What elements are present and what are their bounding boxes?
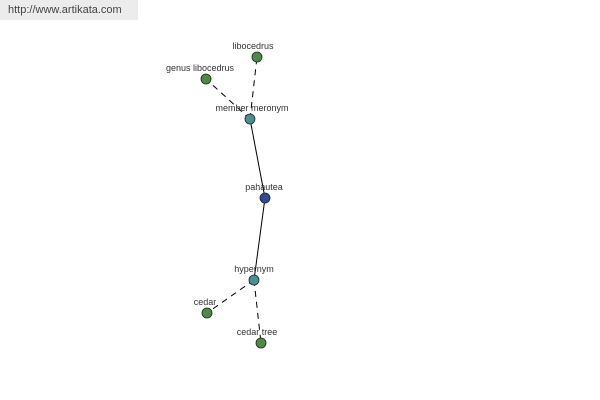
node-member-meronym[interactable] bbox=[244, 113, 256, 125]
node-cedar[interactable] bbox=[201, 307, 213, 319]
node-cedar-tree[interactable] bbox=[255, 337, 267, 349]
edge-pahautea-to-hypernym bbox=[253, 197, 266, 281]
graph-nodes: pahautea member meronym hypernym libocedrus… bbox=[166, 41, 289, 349]
node-libocedrus[interactable] bbox=[251, 51, 263, 63]
node-label-member-meronym: member meronym bbox=[215, 103, 288, 113]
node-genus-libocedrus[interactable] bbox=[200, 73, 212, 85]
node-pahautea[interactable] bbox=[259, 192, 271, 204]
node-label-cedar-tree: cedar tree bbox=[237, 327, 278, 337]
site-url-text: http://www.artikata.com bbox=[8, 4, 122, 16]
graph-edges bbox=[205, 56, 266, 344]
node-hypernym[interactable] bbox=[248, 274, 260, 286]
edge-pahautea-to-member-meronym bbox=[249, 118, 266, 199]
edge-hypernym-to-cedar bbox=[206, 279, 255, 314]
node-label-pahautea: pahautea bbox=[245, 182, 283, 192]
node-label-cedar: cedar bbox=[194, 297, 217, 307]
site-url-banner: http://www.artikata.com bbox=[0, 0, 138, 20]
node-label-hypernym: hypernym bbox=[234, 264, 274, 274]
node-label-genus-libocedrus: genus libocedrus bbox=[166, 63, 235, 73]
edge-member-meronym-to-genus-libocedrus bbox=[205, 78, 251, 120]
node-label-libocedrus: libocedrus bbox=[232, 41, 274, 51]
